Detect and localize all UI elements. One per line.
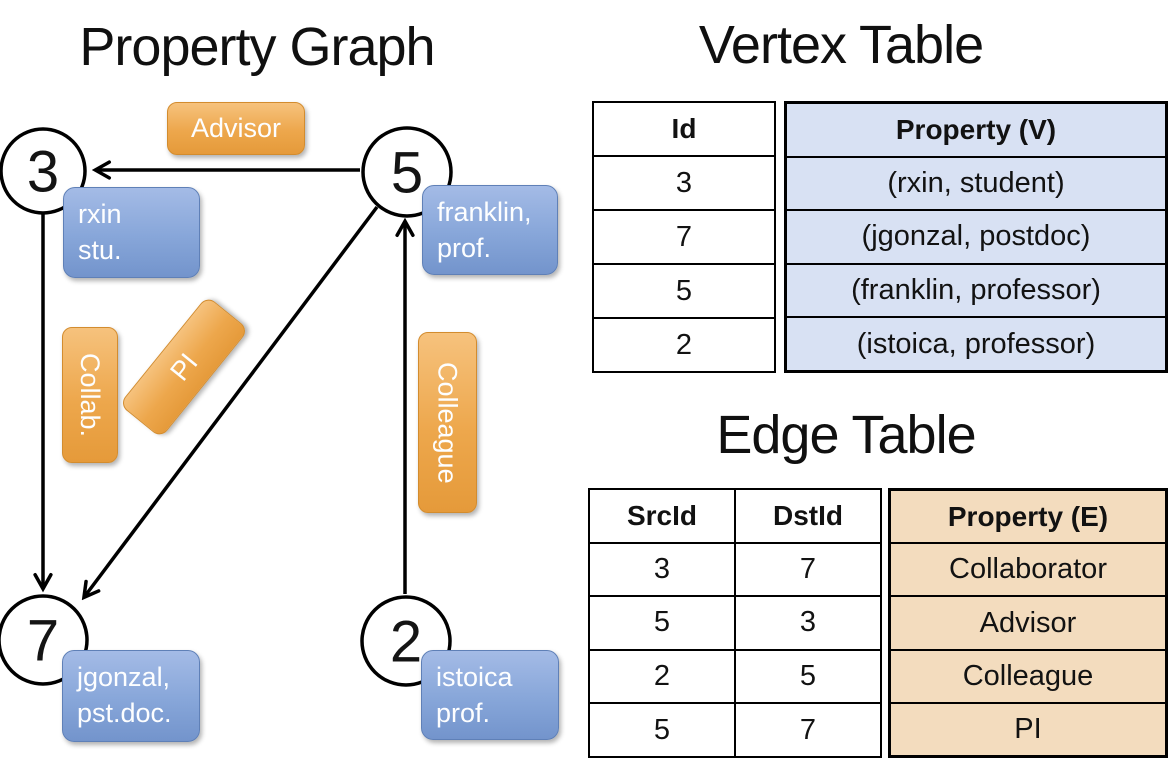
table-cell: 5 [736,648,880,703]
column-header: DstId [773,499,843,531]
vertex-table-property-column: Property (V) (rxin, student)(jgonzal, po… [784,101,1168,373]
table-cell: Collaborator [891,542,1165,596]
column-header: SrcId [626,499,698,531]
edge-label-text: PI [164,347,204,387]
table-cell: Advisor [891,595,1165,649]
column-header: Property (E) [891,491,1165,543]
column-header: Property (V) [787,104,1165,156]
node-id-3: 3 [27,140,59,205]
vertex-label-line: rxin [78,199,122,229]
table-cell: (rxin, student) [787,155,1165,210]
property-graph-title: Property Graph [79,17,435,77]
table-cell: 5 [590,702,734,756]
table-cell: Colleague [891,648,1165,702]
table-cell: 7 [736,702,880,756]
table-cell: 7 [736,541,880,596]
vertex-label-line: jgonzal, [77,662,171,692]
table-cell: 5 [590,595,734,649]
edge-label-colleague: Colleague [418,332,477,513]
vertex-label-line: pst.doc. [77,698,172,729]
vertex-label-line: prof. [437,233,492,264]
node-id-5: 5 [391,141,423,206]
node-id-2: 2 [390,610,422,675]
edge-label-advisor: Advisor [167,102,305,155]
property-graph-diagram: 3 5 7 2 [0,126,453,687]
edge-5-to-7 [85,205,379,596]
table-cell: PI [891,701,1165,756]
column-header: Id [671,113,697,144]
table-cell: (jgonzal, postdoc) [787,209,1165,263]
vertex-label-franklin: franklin, prof. [422,185,558,275]
table-cell: (istoica, professor) [787,316,1165,370]
table-column-gap [776,101,784,373]
table-cell: 3 [594,155,774,209]
vertex-label-istoica: istoica prof. [421,650,559,740]
vertex-label-line: stu. [78,235,122,266]
node-id-7: 7 [27,609,59,674]
table-cell: 2 [590,648,734,703]
edge-label-collab: Collab. [62,327,118,463]
edge-table-title: Edge Table [716,405,976,465]
edge-label-text: Colleague [432,361,463,484]
vertex-label-line: franklin, [437,197,532,227]
table-cell: 3 [736,595,880,649]
table-cell: 2 [594,317,774,371]
table-cell: 7 [594,209,774,263]
table-cell: 3 [590,541,734,596]
vertex-label-jgonzal: jgonzal, pst.doc. [62,650,200,742]
vertex-label-line: prof. [436,698,491,729]
vertex-table-title: Vertex Table [698,15,984,75]
vertex-label-line: istoica [436,662,513,692]
table-cell: 5 [594,263,774,317]
edge-label-text: Advisor [190,113,282,144]
table-cell: (franklin, professor) [787,262,1165,317]
edge-label-text: Collab. [75,352,106,438]
vertex-label-rxin: rxin stu. [63,187,200,278]
